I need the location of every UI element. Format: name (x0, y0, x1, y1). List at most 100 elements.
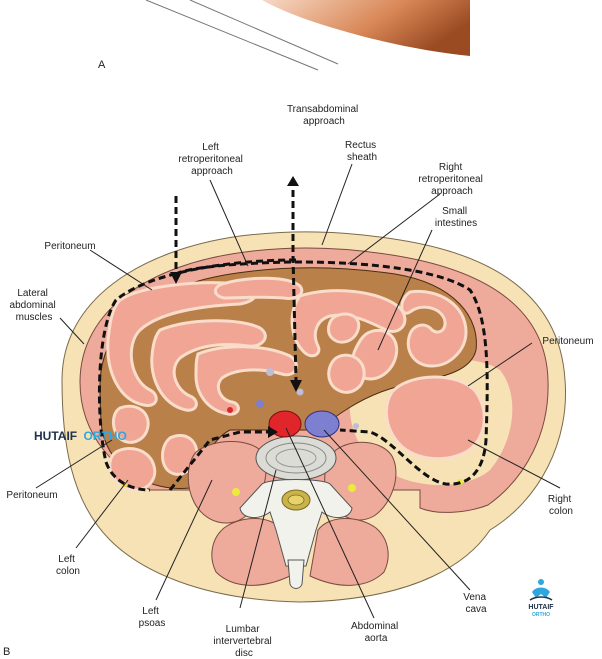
left-colon (108, 447, 157, 492)
leader-line (89, 249, 153, 291)
peritoneum-dashed-outline (97, 258, 297, 492)
leader-line (35, 439, 113, 489)
leader-line (377, 229, 433, 351)
label-line: approach (191, 166, 233, 177)
label-abdominal-aorta: Abdominal aorta (351, 621, 401, 644)
label-line: retroperitoneal (178, 154, 242, 165)
label-line: Left (58, 554, 75, 565)
label-line: Abdominal (351, 621, 398, 632)
label-right-retroperitoneal-approach: Right retroperitoneal approach (418, 162, 485, 197)
label-line: intervertebral (213, 636, 271, 647)
label-line: colon (549, 506, 573, 517)
bowel-loop (400, 289, 468, 368)
small-vessel (227, 407, 233, 413)
left-side-inner-approach (168, 430, 270, 491)
small-vessel (353, 423, 359, 429)
left-retroperitoneal-approach-path (174, 196, 489, 486)
arrowhead (287, 176, 299, 186)
label-right-colon: Right colon (548, 494, 574, 517)
logo-line1: HUTAIF (528, 604, 554, 611)
logo-line2: ORTHO (532, 612, 550, 618)
label-line: Rectus (345, 140, 376, 151)
panel-a-skin-shape (262, 0, 470, 56)
label-line: Left (202, 142, 219, 153)
label-line: Peritoneum (6, 490, 57, 501)
cross-section (61, 176, 567, 603)
brand-logo: HUTAIF ORTHO (528, 579, 554, 618)
small-vessel (266, 368, 274, 376)
leader-line (467, 439, 561, 489)
label-line: Peritoneum (542, 336, 593, 347)
label-line: aorta (365, 633, 388, 644)
transabdominal-approach-path (291, 190, 298, 381)
label-vena-cava: Vena cava (463, 592, 489, 615)
label-peritoneum-right: Peritoneum (542, 336, 593, 347)
arrowhead (170, 272, 182, 284)
bowel-loop (290, 289, 407, 358)
label-lateral-abdominal-muscles: Lateral abdominal muscles (10, 288, 59, 323)
label-line: abdominal (10, 300, 56, 311)
nerve (348, 484, 356, 492)
label-line: sheath (347, 152, 377, 163)
label-rectus-sheath: Rectus sheath (345, 140, 379, 163)
small-vessel (296, 388, 304, 396)
label-line: Right (439, 162, 463, 173)
leader-line (323, 429, 471, 591)
bowel-loop (150, 319, 267, 412)
label-line: Left (142, 606, 159, 617)
label-line: Transabdominal (287, 104, 358, 115)
right-colon-shape (385, 375, 486, 461)
right-colon (385, 375, 486, 461)
abdominal-aorta-vessel (268, 410, 302, 438)
leader-line (209, 179, 249, 267)
logo-figure-icon (529, 579, 553, 601)
label-line: Small (442, 206, 467, 217)
logo-figure-arc (529, 596, 553, 601)
leader-line (239, 469, 277, 609)
watermark-brand-dark: HUTAIF (34, 429, 77, 443)
label-line: cava (465, 604, 487, 615)
watermark-text: HUTAIF ORTHO (34, 429, 127, 443)
bowel-loop (214, 276, 304, 300)
panel-a-line (189, 0, 339, 65)
nerve (232, 488, 240, 496)
leader-line (467, 342, 533, 387)
bowel-loop (194, 345, 298, 416)
back-muscles (309, 518, 389, 586)
bowel-loop (112, 404, 150, 444)
label-line: intestines (435, 218, 477, 229)
logo-figure-body (532, 587, 550, 598)
label-line: Vena (463, 592, 486, 603)
leader-line (59, 317, 85, 345)
labels: Transabdominal approach Left retroperito… (6, 104, 593, 659)
label-line: Lumbar (226, 624, 261, 635)
leader-line (347, 193, 441, 265)
bowel-loop (327, 353, 366, 394)
small-vessel (256, 400, 264, 408)
arrowhead (268, 426, 278, 438)
leader-lines (35, 163, 561, 619)
leader-line (75, 479, 129, 549)
label-line: Lateral (17, 288, 48, 299)
label-line: approach (303, 116, 345, 127)
label-line: Right (548, 494, 572, 505)
label-left-colon: Left colon (56, 554, 80, 577)
logo-head (538, 579, 544, 585)
panel-a-line (145, 0, 319, 71)
label-small-intestines: Small intestines (435, 206, 477, 229)
leader-line (155, 479, 213, 601)
label-left-retroperitoneal-approach: Left retroperitoneal approach (178, 142, 245, 177)
label-left-psoas: Left psoas (139, 606, 166, 629)
label-line: Peritoneum (44, 241, 95, 252)
label-line: disc (235, 648, 253, 659)
panel-label-b: B (3, 646, 10, 658)
vena-cava-vessel (304, 410, 340, 438)
panel-a-figure (145, 0, 470, 71)
label-transabdominal-approach: Transabdominal approach (287, 104, 361, 127)
back-muscles (211, 518, 291, 586)
label-line: colon (56, 566, 80, 577)
label-line: retroperitoneal (418, 174, 482, 185)
arrowhead (290, 380, 302, 392)
approach-lines (97, 190, 489, 492)
